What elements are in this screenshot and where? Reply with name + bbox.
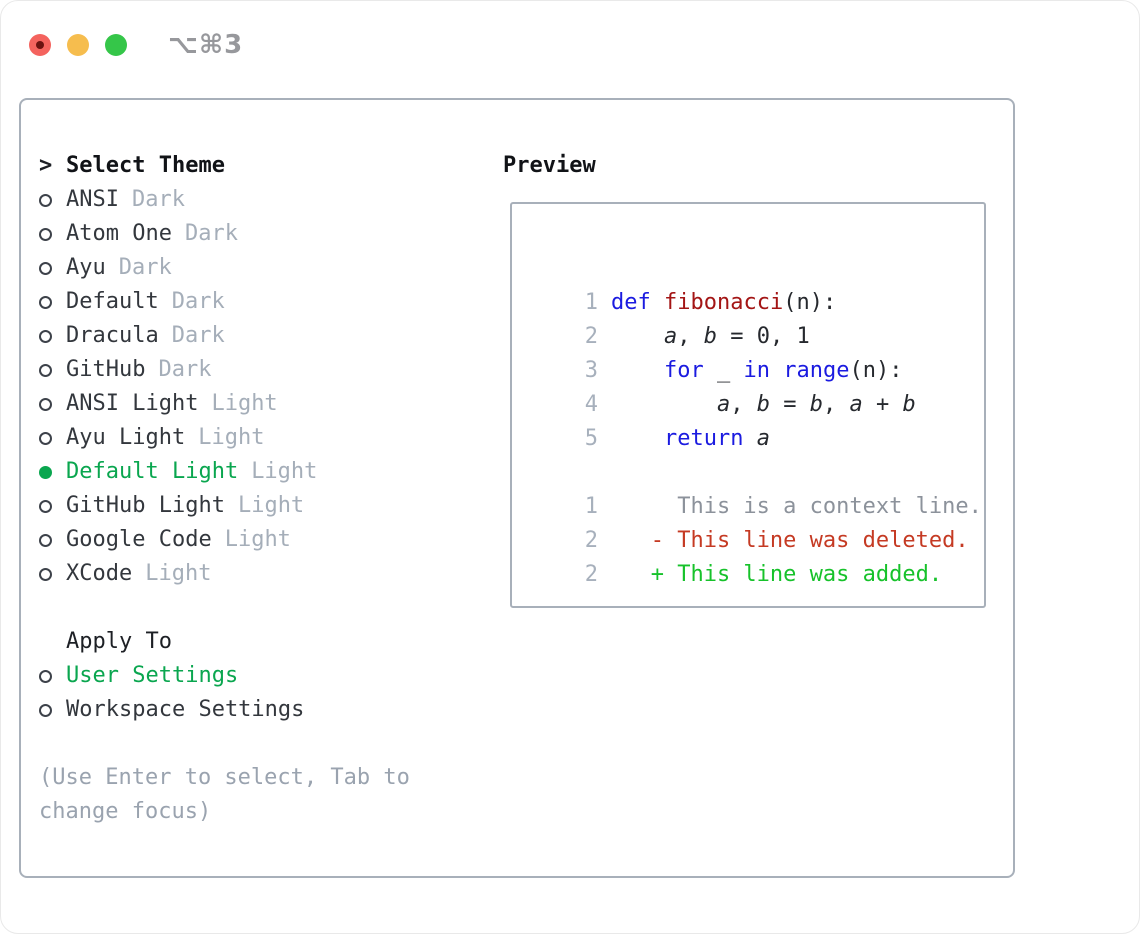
spacer [39,591,503,625]
radio-icon [39,227,52,241]
radio-icon [39,397,52,411]
diff-block: 1 This is a context line. 2 - This line … [531,456,984,587]
prompt-icon: > [39,153,53,178]
zoom-button[interactable] [105,34,127,56]
help-text-line-2: change focus) [39,799,212,824]
keyboard-shortcut-label: ⌥⌘3 [168,30,244,60]
diff-line: 2 - This line was deleted. [584,528,969,553]
code-line: 2 a, b = 0, 1 [584,324,810,349]
diff-line: 1 This is a context line. [584,494,982,519]
preview-title: Preview [503,153,596,178]
diff-line: 2 + This line was added. [584,562,943,587]
radio-icon [39,533,52,547]
radio-icon [39,193,52,207]
code-line: 3 for _ in range(n): [584,358,903,383]
radio-icon [39,465,52,479]
minimize-button[interactable] [67,34,89,56]
radio-icon [39,363,52,377]
apply-to-title: Apply To [66,629,172,654]
apply-to-options-list: User Settings Workspace Settings [39,659,503,727]
apply-to-title-row: Apply To [39,625,503,659]
help-text-line-1: (Use Enter to select, Tab to [39,765,410,790]
radio-icon [39,567,52,581]
code-line: 4 a, b = b, a + b [584,392,916,417]
titlebar: ⌥⌘3 [29,30,243,60]
code-line: 5 return a [584,426,770,451]
radio-icon [39,329,52,343]
radio-icon [39,295,52,309]
radio-icon [39,669,52,683]
theme-list-title-row: > Select Theme [39,149,503,183]
close-button[interactable] [29,34,51,56]
radio-icon [39,261,52,275]
apply-to-option[interactable]: Workspace Settings [39,693,503,727]
radio-icon [39,703,52,717]
spacer [39,727,503,761]
radio-icon [39,431,52,445]
apply-to-option[interactable]: User Settings [39,659,503,693]
theme-list-title: Select Theme [66,153,225,178]
close-dot-icon [36,41,44,49]
radio-icon [39,499,52,513]
